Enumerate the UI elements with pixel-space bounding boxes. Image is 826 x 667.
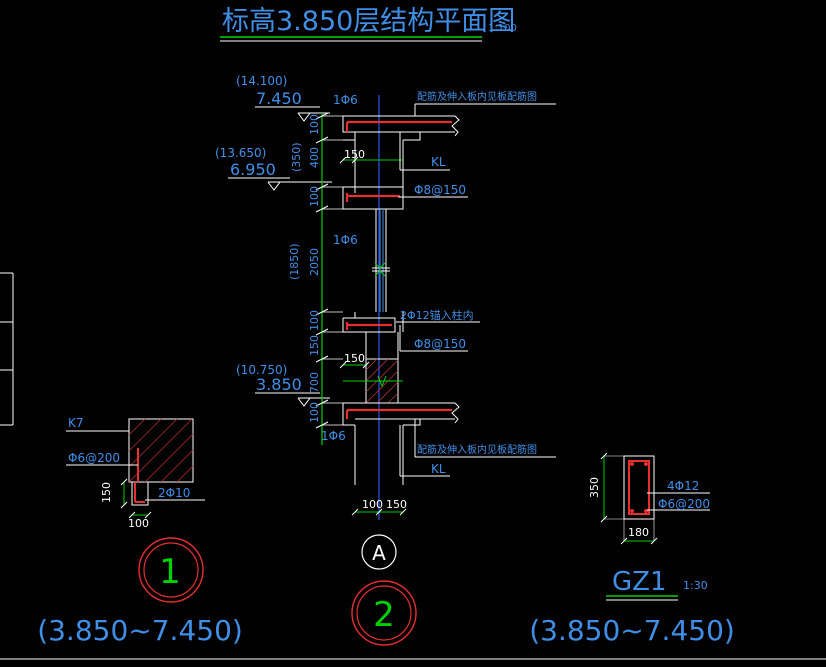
dim-v-4-paren: (1850) bbox=[288, 243, 301, 280]
label-kl-a: KL bbox=[431, 155, 446, 169]
detail-1-bars: 2Φ10 bbox=[158, 486, 190, 500]
label-stirrup-b: Φ8@150 bbox=[414, 337, 466, 351]
detail-1-stirrup: Φ6@200 bbox=[68, 451, 120, 465]
dim-v-2: 400 bbox=[308, 147, 321, 168]
detail-2-circle-inner bbox=[356, 585, 412, 641]
detail-2-circle-outer bbox=[351, 580, 417, 646]
label-phi6-mid: 1Φ6 bbox=[333, 233, 358, 247]
label-phi6-bot: 1Φ6 bbox=[321, 429, 346, 443]
dim-v-4: 2050 bbox=[308, 248, 321, 276]
gz1-section-drawing: 350 4Φ12 Φ6@200 180 GZ1 1:30 (3.850~7.45… bbox=[529, 452, 735, 647]
detail-1-drawing: K7 Φ6@200 2Φ10 150 100 1 (3.850~7.450) bbox=[37, 416, 243, 647]
detail-1-dim-h: 150 bbox=[100, 482, 113, 503]
label-bottom-dim-2: 150 bbox=[386, 498, 407, 511]
drawing-title: 标高3.850层结构平面图 bbox=[222, 6, 515, 37]
label-dim-150-b: 150 bbox=[344, 352, 365, 365]
elev-top-paren: (14.100) bbox=[236, 74, 287, 88]
detail-1-circle-inner bbox=[143, 542, 199, 598]
label-rebar-note-top: 配筋及伸入板内见板配筋图 bbox=[417, 90, 537, 103]
detail-1-range: (3.850~7.450) bbox=[37, 614, 243, 647]
axis-bubble-a bbox=[361, 534, 397, 570]
gz1-dim-h: 350 bbox=[588, 477, 601, 498]
elev-mid-paren: (13.650) bbox=[215, 146, 266, 160]
elev-low-value: 3.850 bbox=[256, 375, 302, 394]
wall-section-drawing: 1Φ6 配筋及伸入板内见板配筋图 150 KL Φ8@150 1Φ6 2Φ12锚… bbox=[321, 90, 556, 646]
gz1-name: GZ1 bbox=[612, 567, 667, 597]
dim-v-5: 100 bbox=[308, 310, 321, 331]
label-phi6-top: 1Φ6 bbox=[333, 93, 358, 107]
dim-v-8: 100 bbox=[308, 402, 321, 423]
detail-1-k-label: K7 bbox=[68, 416, 84, 430]
elev-low-paren: (10.750) bbox=[236, 363, 287, 377]
label-bottom-dim-1: 100 bbox=[362, 498, 383, 511]
left-frame-fragment bbox=[0, 272, 14, 426]
gz1-stirrup: Φ6@200 bbox=[658, 497, 710, 511]
dim-v-1: 100 bbox=[308, 114, 321, 135]
gz1-scale: 1:30 bbox=[683, 579, 708, 592]
axis-bubble-label: A bbox=[372, 541, 386, 565]
label-stirrup-a: Φ8@150 bbox=[414, 183, 466, 197]
gz1-bars: 4Φ12 bbox=[667, 479, 699, 493]
gz1-dim-w: 180 bbox=[628, 526, 649, 539]
detail-1-dim-w: 100 bbox=[128, 517, 149, 530]
hatched-parapet bbox=[343, 332, 403, 404]
label-bar-anchor: 2Φ12锚入柱内 bbox=[400, 308, 474, 322]
dim-v-6: 150 bbox=[308, 335, 321, 356]
detail-1-number: 1 bbox=[159, 552, 181, 592]
label-rebar-note-bot: 配筋及伸入板内见板配筋图 bbox=[417, 443, 537, 456]
label-dim-150-a: 150 bbox=[344, 148, 365, 161]
detail-1-circle-outer bbox=[138, 537, 204, 603]
title-scale: 1:100 bbox=[488, 23, 517, 34]
gz1-range: (3.850~7.450) bbox=[529, 614, 735, 647]
elevation-marks: (14.100) 7.450 (13.650) 6.950 (10.750) 3… bbox=[215, 74, 332, 407]
elev-mid-value: 6.950 bbox=[230, 160, 276, 179]
dim-v-7: 700 bbox=[308, 372, 321, 393]
dim-v-2-paren: (350) bbox=[290, 142, 303, 172]
elev-top-value: 7.450 bbox=[256, 89, 302, 108]
detail-2-number: 2 bbox=[373, 595, 395, 635]
dim-v-3: 100 bbox=[308, 186, 321, 207]
vertical-dimension-chain: 100 400 (350) 100 2050 (1850) 100 150 70… bbox=[288, 112, 343, 445]
label-kl-b: KL bbox=[431, 462, 446, 476]
